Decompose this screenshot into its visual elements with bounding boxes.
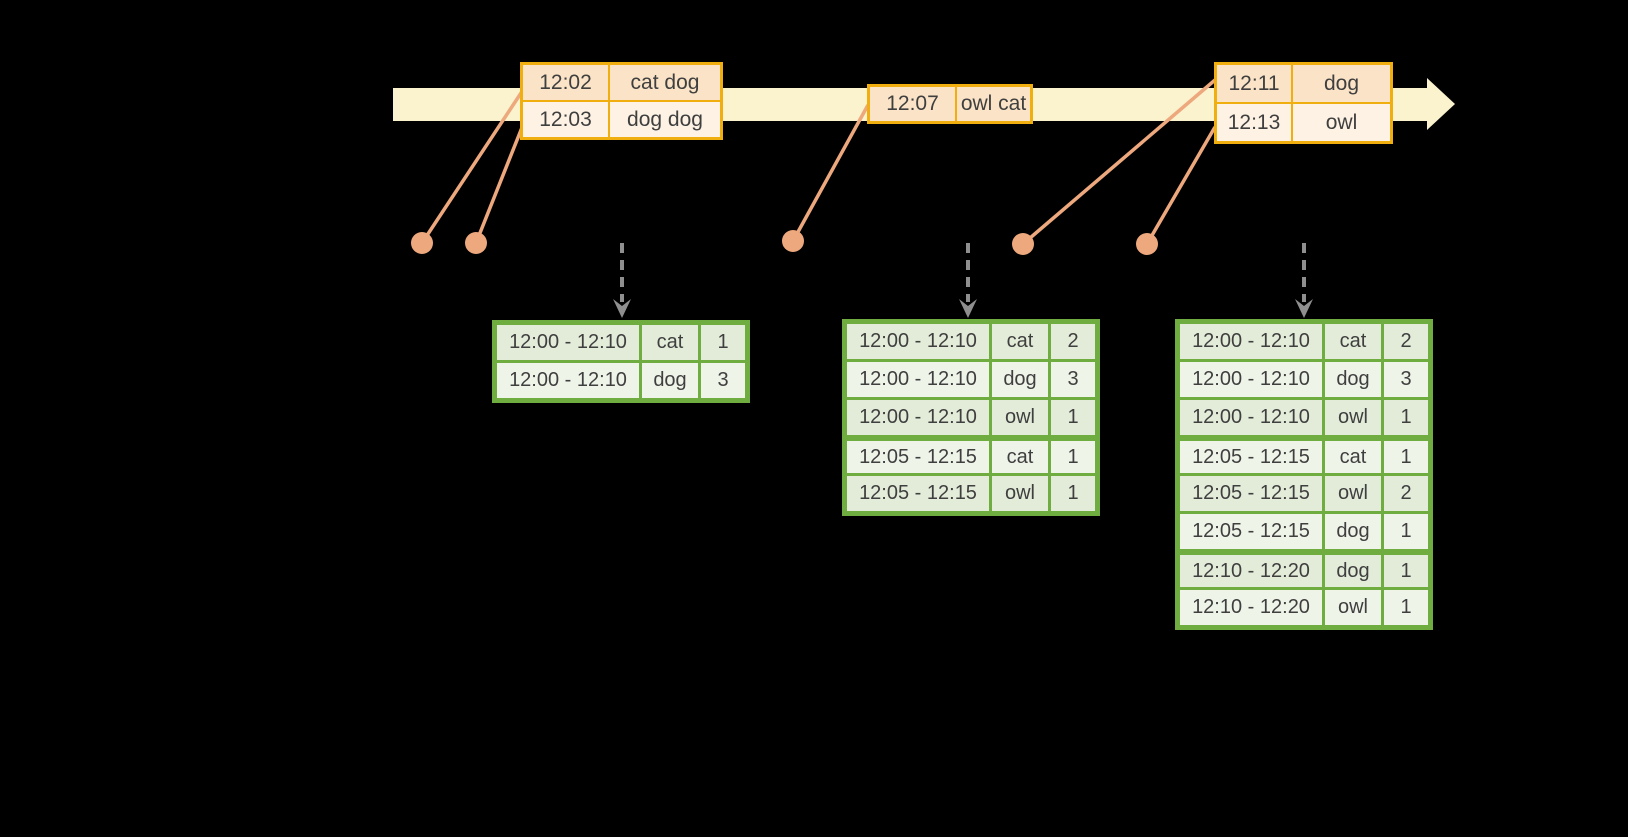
- count-cell: 2: [1051, 324, 1095, 359]
- event-time-cell: 12:13: [1217, 104, 1291, 141]
- event-connector-line: [1145, 126, 1217, 245]
- count-cell: 2: [1384, 476, 1428, 511]
- event-words-cell: cat dog: [610, 65, 720, 100]
- word-cell: dog: [1325, 555, 1381, 587]
- window-cell: 12:05 - 12:15: [847, 476, 989, 511]
- event-dot: [1136, 233, 1158, 255]
- word-cell: owl: [1325, 400, 1381, 435]
- event-connector-line: [474, 124, 525, 244]
- count-cell: 1: [1051, 476, 1095, 511]
- event-words-cell: dog: [1293, 65, 1390, 102]
- window-cell: 12:00 - 12:10: [497, 325, 639, 360]
- event-time-cell: 12:03: [523, 102, 608, 137]
- window-cell: 12:00 - 12:10: [847, 324, 989, 359]
- window-cell: 12:10 - 12:20: [1180, 555, 1322, 587]
- trigger-arrow-head-icon: [959, 299, 977, 318]
- word-cell: owl: [992, 476, 1048, 511]
- count-cell: 1: [701, 325, 745, 360]
- word-cell: dog: [1325, 362, 1381, 397]
- window-cell: 12:05 - 12:15: [1180, 514, 1322, 549]
- event-connector-line: [420, 89, 525, 244]
- count-cell: 1: [1384, 590, 1428, 625]
- word-cell: cat: [992, 324, 1048, 359]
- window-cell: 12:00 - 12:10: [1180, 324, 1322, 359]
- result-table-2: 12:00 - 12:10 cat 2 12:00 - 12:10 dog 3 …: [842, 319, 1100, 516]
- count-cell: 3: [1384, 362, 1428, 397]
- word-cell: cat: [1325, 324, 1381, 359]
- word-cell: dog: [992, 362, 1048, 397]
- event-batch-table-1: 12:02 cat dog 12:03 dog dog: [520, 62, 723, 140]
- word-cell: owl: [1325, 590, 1381, 625]
- word-cell: dog: [1325, 514, 1381, 549]
- window-cell: 12:05 - 12:15: [1180, 476, 1322, 511]
- event-words-cell: owl cat: [957, 87, 1030, 121]
- word-cell: cat: [992, 441, 1048, 473]
- window-cell: 12:00 - 12:10: [847, 400, 989, 435]
- event-dot: [1012, 233, 1034, 255]
- result-table-3: 12:00 - 12:10 cat 2 12:00 - 12:10 dog 3 …: [1175, 319, 1433, 630]
- window-cell: 12:00 - 12:10: [847, 362, 989, 397]
- event-connector-line: [1021, 78, 1217, 246]
- count-cell: 2: [1384, 324, 1428, 359]
- result-table-1: 12:00 - 12:10 cat 1 12:00 - 12:10 dog 3: [492, 320, 750, 403]
- event-time-cell: 12:11: [1217, 65, 1291, 102]
- window-cell: 12:00 - 12:10: [1180, 400, 1322, 435]
- count-cell: 3: [1051, 362, 1095, 397]
- count-cell: 3: [701, 363, 745, 398]
- count-cell: 1: [1384, 555, 1428, 587]
- event-dot: [782, 230, 804, 252]
- count-cell: 1: [1384, 514, 1428, 549]
- count-cell: 1: [1051, 441, 1095, 473]
- window-cell: 12:00 - 12:10: [497, 363, 639, 398]
- window-cell: 12:10 - 12:20: [1180, 590, 1322, 625]
- word-cell: dog: [642, 363, 698, 398]
- window-cell: 12:00 - 12:10: [1180, 362, 1322, 397]
- event-connector-line: [791, 104, 870, 242]
- window-cell: 12:05 - 12:15: [1180, 441, 1322, 473]
- event-time-cell: 12:07: [870, 87, 955, 121]
- event-time-cell: 12:02: [523, 65, 608, 100]
- word-cell: owl: [992, 400, 1048, 435]
- event-words-cell: dog dog: [610, 102, 720, 137]
- trigger-arrow-head-icon: [613, 299, 631, 318]
- window-cell: 12:05 - 12:15: [847, 441, 989, 473]
- timeline-arrow-head-icon: [1427, 78, 1455, 130]
- event-dot: [411, 232, 433, 254]
- word-cell: cat: [642, 325, 698, 360]
- word-cell: owl: [1325, 476, 1381, 511]
- trigger-arrow-head-icon: [1295, 299, 1313, 318]
- count-cell: 1: [1384, 400, 1428, 435]
- count-cell: 1: [1051, 400, 1095, 435]
- event-words-cell: owl: [1293, 104, 1390, 141]
- event-dot: [465, 232, 487, 254]
- event-batch-table-2: 12:07 owl cat: [867, 84, 1033, 124]
- event-batch-table-3: 12:11 dog 12:13 owl: [1214, 62, 1393, 144]
- word-cell: cat: [1325, 441, 1381, 473]
- count-cell: 1: [1384, 441, 1428, 473]
